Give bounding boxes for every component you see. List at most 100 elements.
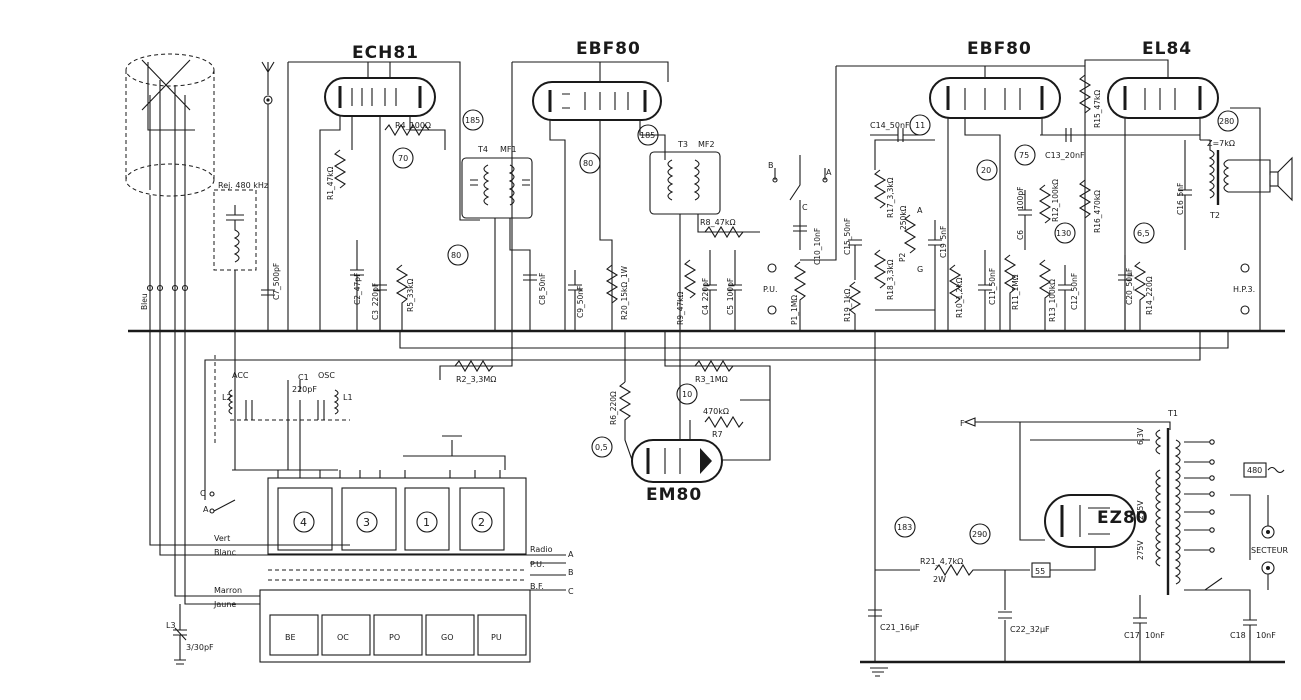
line-label-pu: P.U. [530, 560, 545, 569]
p2-value: 250kΩ [899, 205, 908, 230]
voltage-markers: 185 70 80 80 185 11 75 20 130 6,5 280 10… [392, 109, 1239, 545]
resistor-r20: R20_15kΩ_1W [605, 264, 629, 320]
tube-ech81-label: ECH81 [352, 43, 419, 63]
resistor-r3: R3_1MΩ [694, 359, 734, 384]
line-end-c: C [568, 587, 574, 596]
c13-label: C13_20nF [1045, 151, 1085, 160]
speaker-icon [1269, 156, 1293, 202]
fuse-480: 480 [1243, 462, 1285, 478]
c17-value: 10nF [1145, 631, 1165, 640]
antenna-icon [261, 61, 275, 331]
p2-g-label: G [917, 265, 923, 274]
switch-wiring: Vert Blanc Marron Jaune Radio P.U. B.F. … [149, 300, 574, 609]
c1-value: 220pF [292, 385, 317, 394]
r14-label: R14_220Ω [1145, 276, 1154, 315]
voltage-6-5: 6,5 [1137, 229, 1150, 238]
c6-value: 100pF [1016, 187, 1025, 210]
resistor-r7: 470kΩ R7 [703, 407, 744, 439]
tube-ez80-label: EZ80 [1097, 508, 1149, 528]
c3-label: C3_220pF [371, 283, 380, 320]
l2-label: L2 [222, 393, 232, 402]
resistor-r5: R5_33kΩ [395, 264, 415, 331]
tube-ebf80-af-label: EBF80 [967, 39, 1032, 59]
voltage-0-5: 0,5 [595, 443, 608, 452]
hp3-label: H.P.3. [1233, 285, 1255, 294]
c4-label: C4_220pF [701, 278, 710, 315]
resistor-r1: R1_47kΩ [326, 149, 347, 200]
switch-b-label: B [768, 161, 774, 170]
resistor-r19: R19_1kΩ [843, 281, 862, 331]
line-label-bf: B.F. [530, 582, 544, 591]
r19-label: R19_1kΩ [843, 288, 852, 322]
capacitor-c15: C15_50nF [843, 218, 862, 280]
r10-label: R10_1,2kΩ [955, 277, 964, 318]
mf1-label: MF1 [500, 145, 517, 154]
r6-label: R6_220Ω [609, 391, 618, 425]
mf2-label: MF2 [698, 140, 715, 149]
f-label: F [960, 419, 965, 428]
tube-ebf80-if: EBF80 [532, 39, 662, 121]
power-transformer-t1: T1 6,3V 275V 275V [1136, 409, 1250, 595]
resistor-r18: R18_3,3kΩ [873, 249, 895, 300]
voltage-10: 10 [682, 390, 692, 399]
pu-jack-label: P.U. [763, 285, 778, 294]
ferrite-antenna: Bleu [125, 53, 215, 310]
switch-a-label: A [826, 168, 832, 177]
c11-label: C11_50nF [988, 268, 997, 305]
key-oc: OC [337, 633, 349, 642]
capacitor-c9: C9_50nF [568, 270, 585, 331]
capacitor-c19: C19_5nF [928, 220, 948, 331]
r13-label: R13_100kΩ [1048, 279, 1057, 322]
resistor-r12: R12_100kΩ [1038, 179, 1060, 224]
p2-label: P2 [898, 252, 907, 262]
r20-label: R20_15kΩ_1W [620, 265, 629, 320]
wiring-middle [204, 331, 1229, 500]
c9-label: C9_50nF [576, 286, 585, 318]
capacitor-c13: C13_20nF [1040, 128, 1085, 160]
switch-deck-4: 4 [300, 516, 307, 529]
potentiometer-p1: P1_1MΩ [790, 261, 807, 331]
r9-label: R9_47kΩ [676, 291, 685, 325]
capacitor-c11: C11_50nF [978, 250, 997, 331]
c15-label: C15_50nF [843, 218, 852, 255]
r16-label: R16_470kΩ [1093, 190, 1102, 233]
c22-label: C22_32µF [1010, 625, 1050, 634]
p1-label: P1_1MΩ [790, 295, 799, 325]
tube-el84-label: EL84 [1142, 39, 1192, 59]
r18-label: R18_3,3kΩ [886, 259, 895, 300]
voltage-20: 20 [981, 166, 991, 175]
l3-label: L3 [166, 621, 176, 630]
resistor-r16: R16_470kΩ [1078, 179, 1102, 233]
c19-label: C19_5nF [939, 226, 948, 258]
resistor-r15: R15_47kΩ [1078, 74, 1102, 128]
key-be: BE [285, 633, 296, 642]
capacitor-c17: C17 10nF [1124, 595, 1165, 640]
capacitor-c18: C18 10nF [1230, 610, 1276, 640]
t1-label: T1 [1167, 409, 1178, 418]
r1-label: R1_47kΩ [326, 166, 335, 200]
tube-ech81: ECH81 [324, 43, 436, 117]
resistor-r8: R8_47kΩ [700, 218, 744, 239]
c12-label: C12_50nF [1070, 273, 1079, 310]
t4-label: T4 [477, 145, 488, 154]
key-po: PO [389, 633, 400, 642]
r3-label: R3_1MΩ [695, 375, 728, 384]
voltage-80a: 80 [451, 251, 461, 260]
r21-watt: 2W [933, 575, 946, 584]
if-transformer-mf2: T3 MF2 [649, 140, 760, 331]
t1-6v3-label: 6,3V [1136, 427, 1145, 445]
capacitor-c10: C10_10nF [793, 225, 822, 265]
r2-label: R2_3,3MΩ [456, 375, 496, 384]
mains-jacks: SECTEUR [1251, 495, 1289, 590]
l1-label: L1 [343, 393, 353, 402]
osc-label: OSC [318, 371, 335, 380]
t2-impedance: Z=7kΩ [1207, 139, 1235, 148]
voltage-80b: 80 [583, 159, 593, 168]
voltage-70: 70 [398, 154, 408, 163]
c5-label: C5_100pF [726, 278, 735, 315]
t3-label: T3 [677, 140, 688, 149]
ground-symbol-icon [870, 667, 888, 677]
capacitor-c5: C5_100pF [726, 250, 742, 331]
switch-a-left: A [203, 505, 209, 514]
